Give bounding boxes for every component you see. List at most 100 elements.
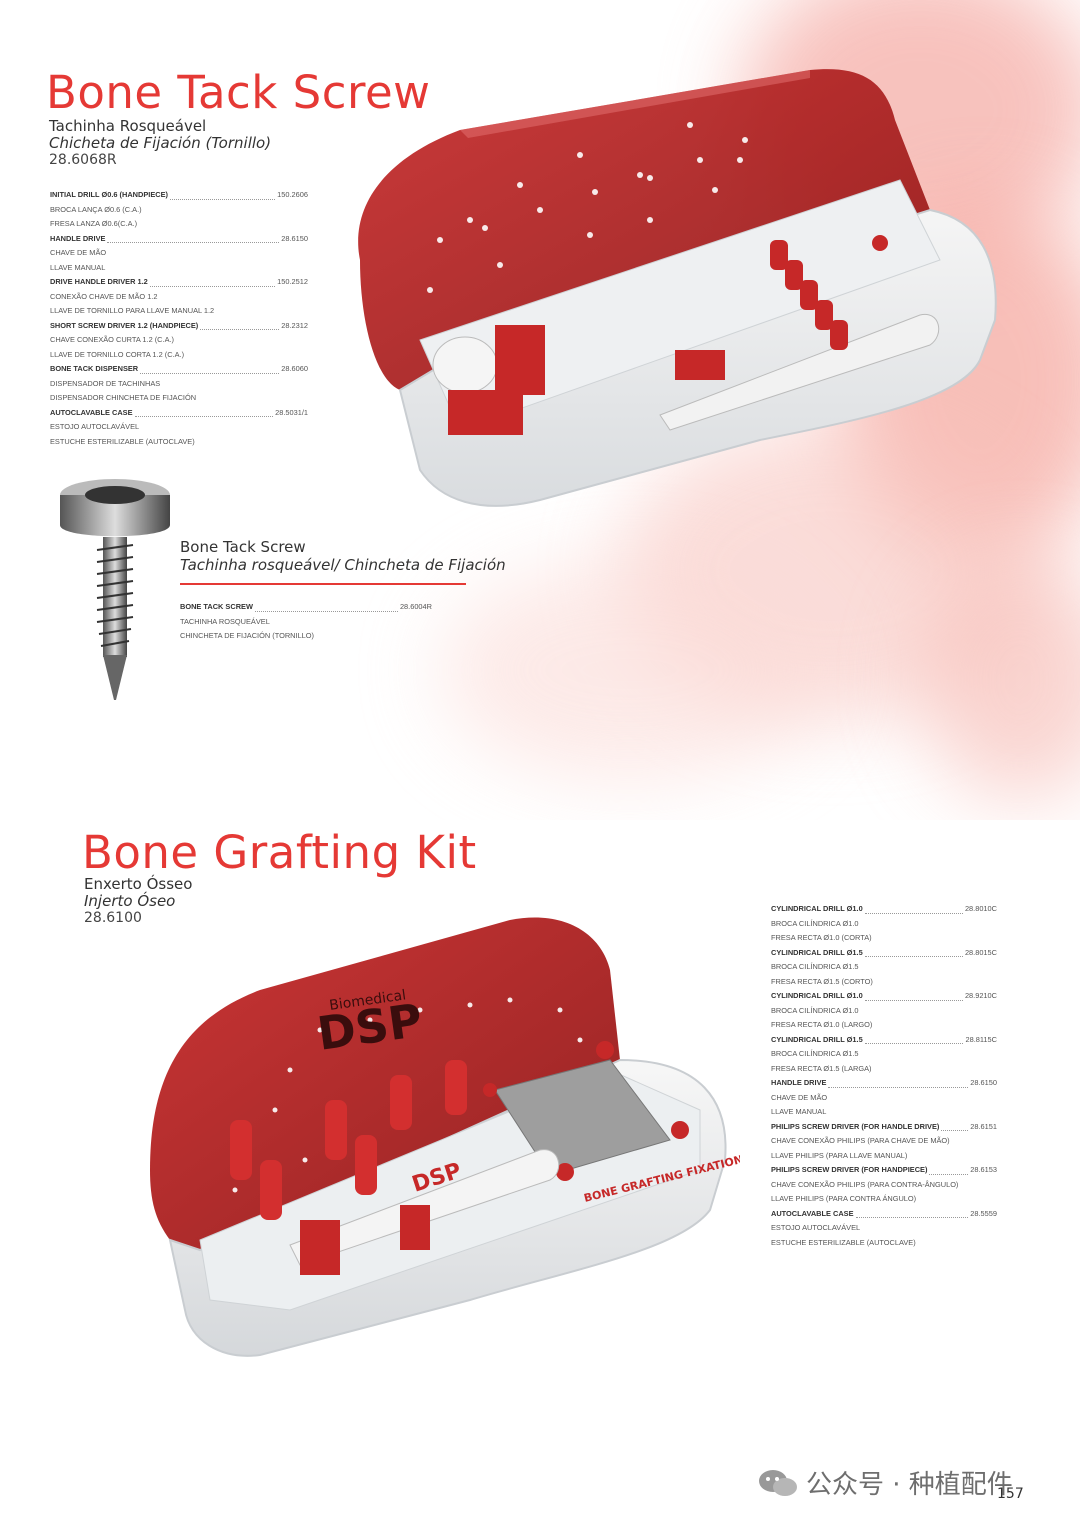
part-translation: BROCA CILÍNDRICA Ø1.5 xyxy=(771,1049,859,1058)
screw-divider-line xyxy=(180,583,466,585)
dot-leader xyxy=(107,242,280,243)
part-reference: 28.8015C xyxy=(964,947,997,957)
part-translation: BROCA CILÍNDRICA Ø1.0 xyxy=(771,918,859,928)
subtitle-pt: Tachinha Rosqueável xyxy=(49,117,207,135)
part-label: PHILIPS SCREW DRIVER (FOR HANDLE DRIVE) xyxy=(771,1121,940,1131)
bone-tack-screw-title: Bone Tack Screw xyxy=(46,66,431,119)
part-translation: FRESA RECTA Ø1.0 (LARGO) xyxy=(771,1020,873,1029)
part-translation: FRESA LANZA Ø0.6(C.A.) xyxy=(50,219,138,228)
part-translation: ESTOJO AUTOCLAVÁVEL xyxy=(771,1223,861,1232)
part-translation: CHAVE CONEXÃO CURTA 1.2 (C.A.) xyxy=(50,335,175,344)
dot-leader xyxy=(254,610,398,612)
part-reference: 28.2312 xyxy=(281,320,308,330)
part-translation: CONEXÃO CHAVE DE MÃO 1.2 xyxy=(50,291,158,301)
bone-grafting-kit-title: Bone Grafting Kit xyxy=(82,826,477,879)
dot-leader xyxy=(170,198,276,200)
wechat-icon xyxy=(759,1469,797,1496)
part-translation: CHAVE DE MÃO xyxy=(50,248,107,257)
part-row: HANDLE DRIVE 28.6150 xyxy=(771,1076,997,1091)
part-label: BONE TACK SCREW xyxy=(180,602,253,611)
part-translation: CHAVE CONEXÃO PHILIPS (PARA CHAVE DE MÃO… xyxy=(771,1136,950,1145)
part-translation: LLAVE DE TORNILLO PARA LLAVE MANUAL 1.2 xyxy=(50,306,215,315)
section2-subtitles: Enxerto Ósseo Injerto Óseo 28.6100 xyxy=(84,876,192,927)
part-translation: FRESA RECTA Ø1.5 (CORTO) xyxy=(771,976,873,986)
part-translation: ESTUCHE ESTERILIZABLE (AUTOCLAVE) xyxy=(771,1237,916,1247)
section1-subtitles: Tachinha Rosqueável Chicheta de Fijación… xyxy=(49,118,271,169)
part-reference: 28.6151 xyxy=(970,1121,997,1131)
part-row: INITIAL DRILL Ø0.6 (HANDPIECE) 150.2606 xyxy=(50,188,308,203)
part-reference: 28.5031/1 xyxy=(275,407,308,417)
dot-leader xyxy=(864,1043,964,1044)
subtitle-es: Chicheta de Fijación (Tornillo) xyxy=(49,134,272,152)
part-translation: LLAVE DE TORNILLO CORTA 1.2 (C.A.) xyxy=(50,349,185,359)
subtitle-pt: Enxerto Ósseo xyxy=(84,875,193,893)
part-translation: CHAVE CONEXÃO PHILIPS (PARA CONTRA-ÂNGUL… xyxy=(771,1179,959,1189)
part-row: AUTOCLAVABLE CASE 28.5031/1 xyxy=(50,406,308,421)
screw-title: Bone Tack Screw xyxy=(180,538,306,556)
part-reference: 28.6060 xyxy=(281,364,308,373)
part-row: PHILIPS SCREW DRIVER (FOR HANDPIECE) 28.6… xyxy=(771,1163,997,1178)
product-code: 28.6068R xyxy=(49,152,117,168)
dot-leader xyxy=(864,999,963,1001)
part-translation: CHINCHETA DE FIJACIÓN (TORNILLO) xyxy=(180,631,315,640)
dot-leader xyxy=(864,956,963,957)
part-label: CYLINDRICAL DRILL Ø1.5 xyxy=(771,947,863,957)
part-label: INITIAL DRILL Ø0.6 (HANDPIECE) xyxy=(50,190,168,199)
part-translation: ESTOJO AUTOCLAVÁVEL xyxy=(50,422,140,431)
dot-leader xyxy=(149,285,276,287)
part-row: HANDLE DRIVE 28.6150 xyxy=(50,232,308,247)
part-reference: 28.9210C xyxy=(964,991,997,1000)
bone-tack-screw-image xyxy=(60,479,170,700)
dot-leader xyxy=(929,1173,969,1175)
part-label: AUTOCLAVABLE CASE xyxy=(50,407,133,417)
part-translation: LLAVE PHILIPS (PARA CONTRA ÁNGULO) xyxy=(771,1194,917,1203)
part-translation: DISPENSADOR CHINCHETA DE FIJACIÓN xyxy=(50,393,197,402)
dot-leader xyxy=(864,912,963,914)
part-translation: TACHINHA ROSQUEÁVEL xyxy=(180,616,270,626)
part-translation: ESTUCHE ESTERILIZABLE (AUTOCLAVE) xyxy=(50,436,195,446)
part-reference: 150.2606 xyxy=(277,190,308,199)
dot-leader xyxy=(941,1130,969,1131)
part-label: CYLINDRICAL DRILL Ø1.0 xyxy=(771,904,863,913)
part-translation: BROCA LANÇA Ø0.6 (C.A.) xyxy=(50,204,142,214)
part-label: HANDLE DRIVE xyxy=(771,1078,827,1087)
part-label: CYLINDRICAL DRILL Ø1.5 xyxy=(771,1034,863,1044)
part-translation: LLAVE PHILIPS (PARA LLAVE MANUAL) xyxy=(771,1150,908,1160)
dot-leader xyxy=(828,1086,969,1088)
part-reference: 28.6153 xyxy=(970,1165,997,1174)
product-code: 28.6100 xyxy=(84,910,142,926)
part-label: HANDLE DRIVE xyxy=(50,233,106,243)
part-label: SHORT SCREW DRIVER 1.2 (HANDPIECE) xyxy=(50,320,199,330)
part-row: PHILIPS SCREW DRIVER (FOR HANDLE DRIVE) 2… xyxy=(771,1120,997,1135)
part-row: CYLINDRICAL DRILL Ø1.5 28.8015C xyxy=(771,946,997,961)
part-label: BONE TACK DISPENSER xyxy=(50,364,139,373)
screw-subtitle: Tachinha rosqueável/ Chincheta de Fijaci… xyxy=(180,556,506,574)
part-reference: 28.6150 xyxy=(281,233,308,243)
bone-tack-case-image xyxy=(358,69,997,507)
watermark-text: 公众号 · 种植配件 xyxy=(806,1470,1013,1500)
bone-grafting-case-image: DSP Biomedical BONE GRAFTING FIXATION DS… xyxy=(150,917,740,1357)
part-translation: LLAVE MANUAL xyxy=(50,262,106,272)
part-translation: DISPENSADOR DE TACHINHAS xyxy=(50,378,161,388)
part-label: PHILIPS SCREW DRIVER (FOR HANDPIECE) xyxy=(771,1165,928,1174)
part-reference: 150.2512 xyxy=(277,277,308,286)
part-row: CYLINDRICAL DRILL Ø1.5 28.8115C xyxy=(771,1033,997,1048)
part-translation: FRESA RECTA Ø1.5 (LARGA) xyxy=(771,1063,872,1073)
part-translation: BROCA CILÍNDRICA Ø1.0 xyxy=(771,1005,859,1015)
part-translation: LLAVE MANUAL xyxy=(771,1107,827,1116)
dot-leader xyxy=(855,1217,969,1218)
wechat-watermark: 公众号 · 种植配件 xyxy=(758,1464,1013,1501)
part-reference: 28.8115C xyxy=(965,1034,997,1044)
part-row: SHORT SCREW DRIVER 1.2 (HANDPIECE) 28.231… xyxy=(50,319,308,334)
dot-leader xyxy=(140,372,280,374)
part-reference: 28.6150 xyxy=(970,1078,997,1087)
part-translation: CHAVE DE MÃO xyxy=(771,1092,828,1102)
part-translation: BROCA CILÍNDRICA Ø1.5 xyxy=(771,962,859,971)
dot-leader xyxy=(200,329,280,330)
